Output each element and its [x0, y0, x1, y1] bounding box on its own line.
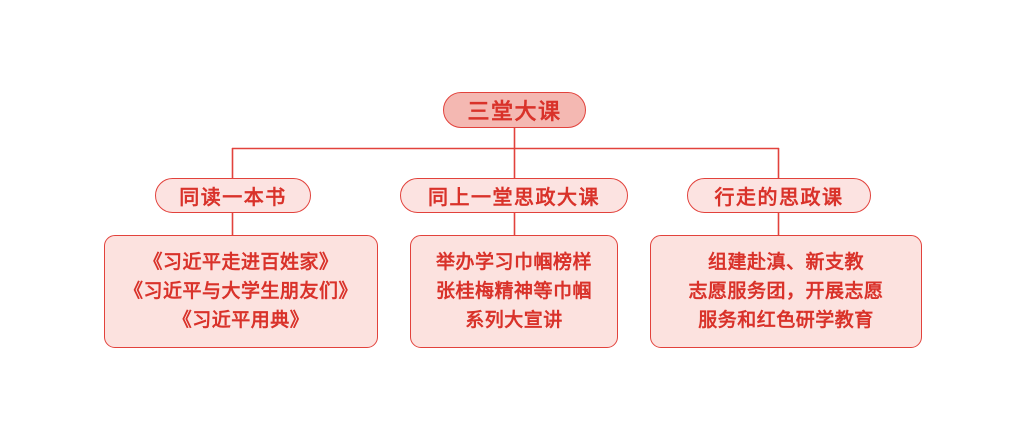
branch-node-2-label: 同上一堂思政大课	[428, 185, 600, 209]
root-node: 三堂大课	[443, 92, 586, 128]
detail-line: 系列大宣讲	[465, 308, 563, 331]
detail-line: 《习近平与大学生朋友们》	[123, 280, 358, 303]
detail-line: 《习近平用典》	[172, 308, 310, 331]
branch-node-3: 行走的思政课	[687, 178, 871, 213]
branch-node-2: 同上一堂思政大课	[400, 178, 628, 213]
branch-node-1: 同读一本书	[155, 178, 311, 213]
detail-line: 《习近平走进百姓家》	[143, 251, 339, 274]
detail-line: 张桂梅精神等巾帼	[435, 280, 592, 303]
branch-node-3-label: 行走的思政课	[714, 185, 844, 209]
root-node-label: 三堂大课	[467, 100, 562, 125]
detail-line: 举办学习巾帼榜样	[435, 251, 592, 274]
detail-box-1: 《习近平走进百姓家》 《习近平与大学生朋友们》 《习近平用典》	[104, 235, 378, 348]
detail-box-2: 举办学习巾帼榜样 张桂梅精神等巾帼 系列大宣讲	[410, 235, 618, 348]
branch-node-1-label: 同读一本书	[179, 185, 287, 209]
detail-box-3: 组建赴滇、新支教 志愿服务团，开展志愿 服务和红色研学教育	[650, 235, 922, 348]
detail-line: 组建赴滇、新支教	[707, 251, 864, 274]
detail-line: 志愿服务团，开展志愿	[688, 280, 884, 303]
detail-line: 服务和红色研学教育	[698, 308, 874, 331]
